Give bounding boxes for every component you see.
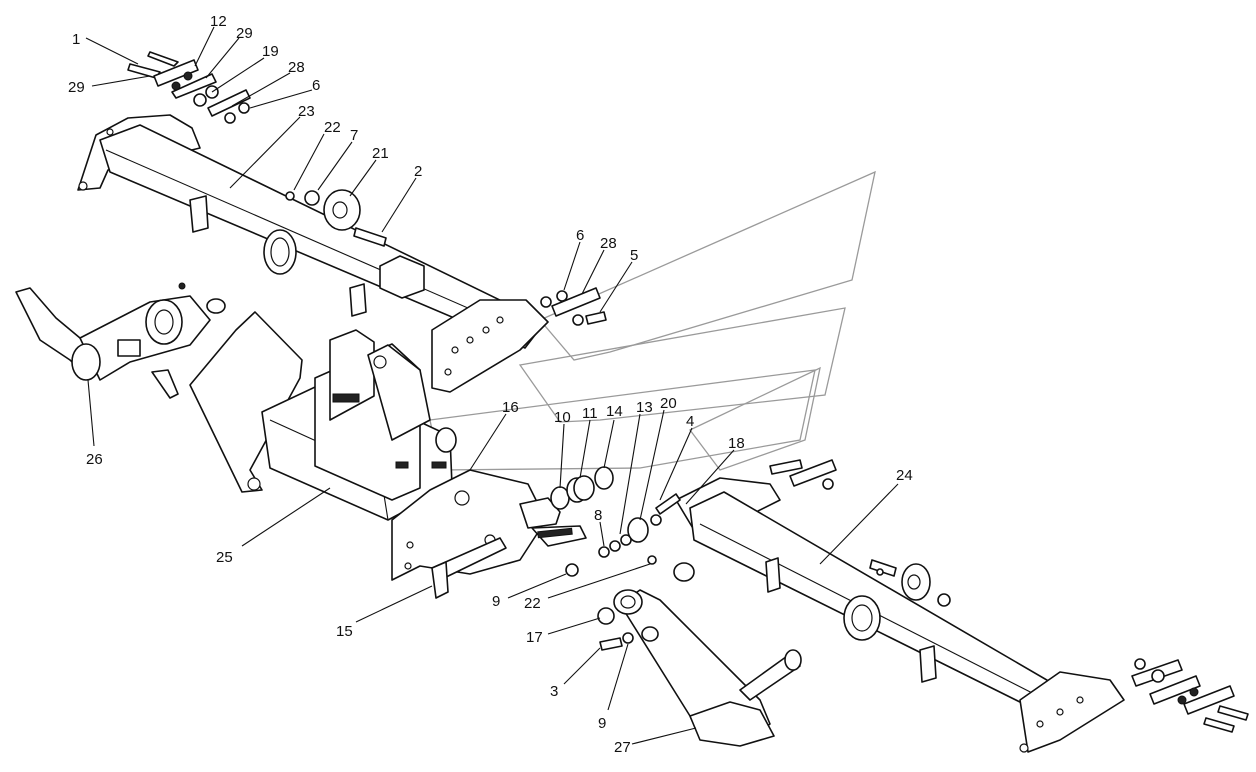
part-label: 5: [630, 247, 638, 264]
part-label: 13: [636, 399, 653, 416]
upper-beam-23: [77, 114, 549, 393]
part-labels: 1 12 29 19 29 28 6 23 22 7 21 2 6 28 5 1…: [68, 13, 913, 756]
part-label: 23: [298, 103, 315, 120]
part-label: 17: [526, 629, 543, 646]
part-label: 10: [554, 409, 571, 426]
leader-lines: [85, 26, 899, 745]
part-label: 26: [86, 451, 103, 468]
part-label: 9: [492, 593, 500, 610]
pin-15: [431, 537, 507, 599]
part-label: 21: [372, 145, 389, 162]
part-label: 9: [598, 715, 606, 732]
part-label: 27: [614, 739, 631, 756]
hardware-parts: [127, 51, 1249, 733]
part-label: 7: [350, 127, 358, 144]
part-label: 29: [68, 79, 85, 96]
part-label: 1: [72, 31, 80, 48]
part-label: 11: [582, 405, 598, 422]
support-housing-25: [189, 311, 457, 521]
part-label: 14: [606, 403, 623, 420]
part-label: 22: [524, 595, 541, 612]
swing-arm-27: [613, 562, 802, 747]
part-label: 29: [236, 25, 253, 42]
part-label: 22: [324, 119, 341, 136]
swing-arm-26: [15, 282, 226, 399]
part-label: 3: [550, 683, 558, 700]
part-label: 24: [896, 467, 913, 484]
watermark-logo: [429, 170, 876, 471]
hub-bracket-16: [391, 469, 587, 581]
part-label: 19: [262, 43, 279, 60]
part-label: 15: [336, 623, 353, 640]
part-label: 28: [288, 59, 305, 76]
part-label: 25: [216, 549, 233, 566]
part-label: 6: [576, 227, 584, 244]
lower-beam-24: [675, 477, 1125, 753]
part-label: 8: [594, 507, 602, 524]
part-label: 4: [686, 413, 694, 430]
part-label: 28: [600, 235, 617, 252]
part-label: 18: [728, 435, 745, 452]
part-label: 12: [210, 13, 227, 30]
part-label: 6: [312, 77, 320, 94]
part-label: 20: [660, 395, 677, 412]
part-label: 2: [414, 163, 422, 180]
part-label: 16: [502, 399, 519, 416]
